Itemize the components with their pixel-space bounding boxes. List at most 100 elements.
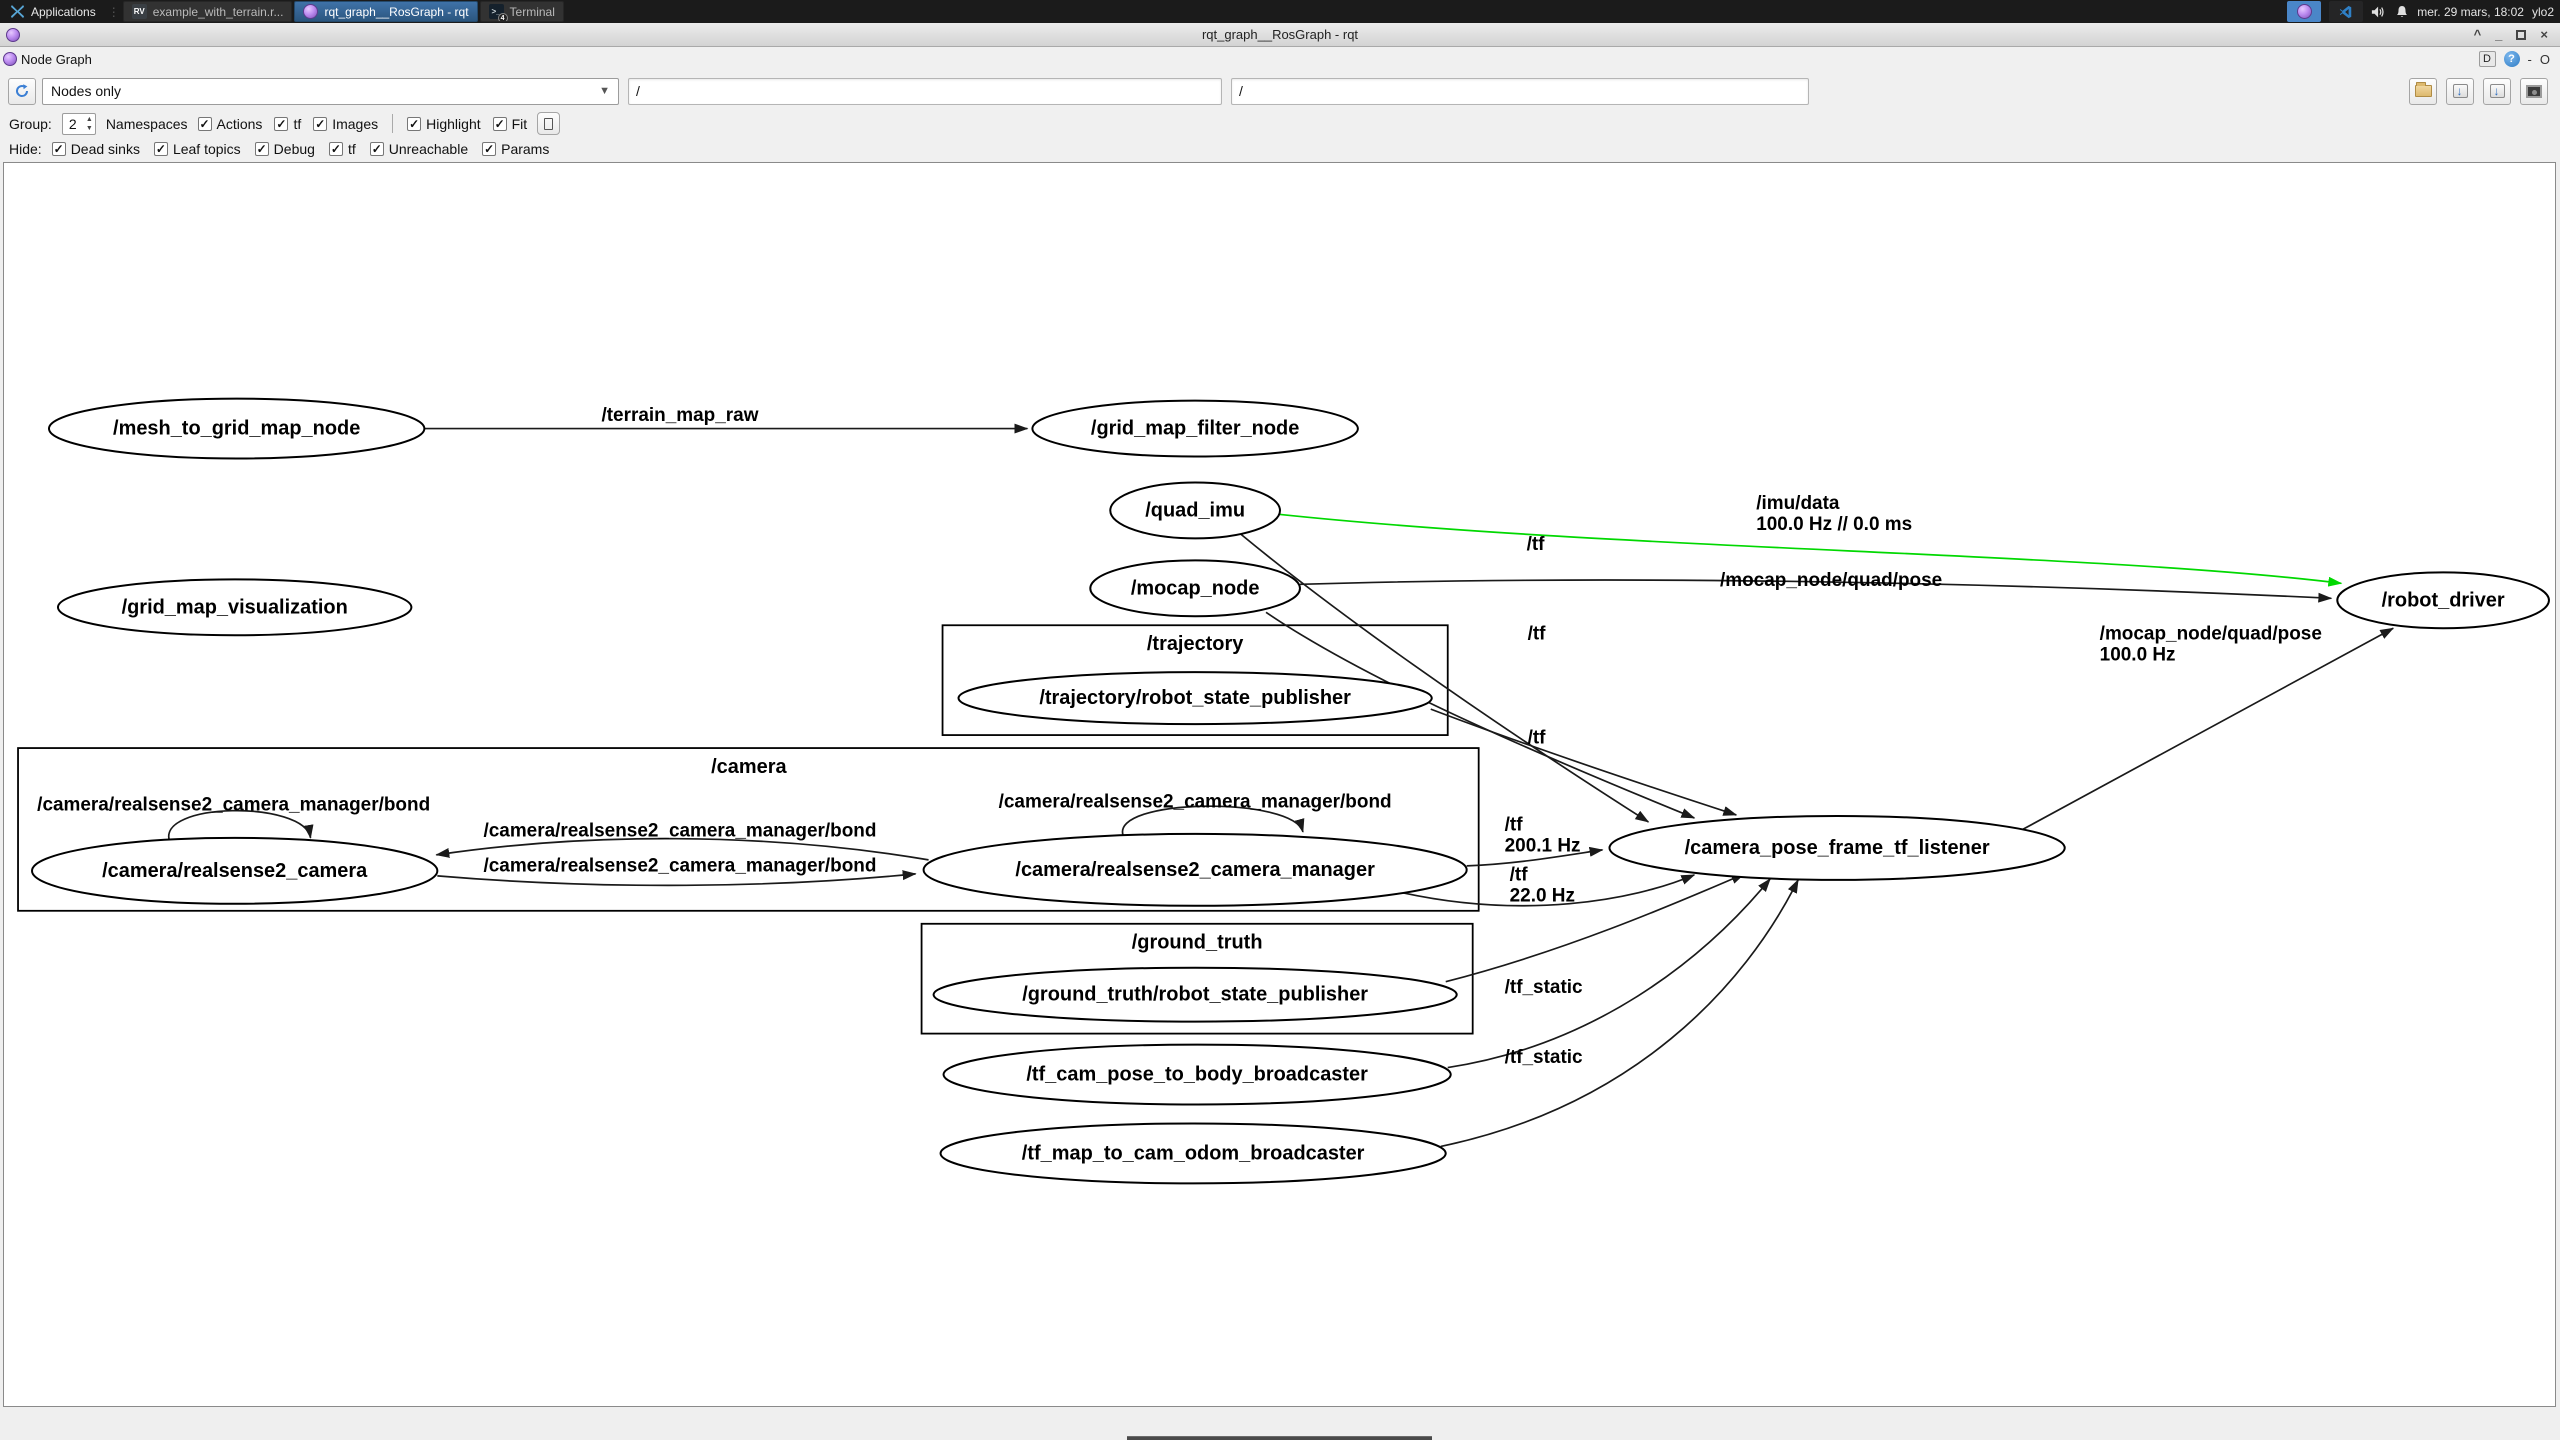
label-tf-mocap: /tf bbox=[1528, 624, 1547, 645]
checkbox-hide-debug[interactable]: ✓Debug bbox=[254, 141, 315, 157]
folder-icon bbox=[2414, 82, 2432, 97]
namespaces-label: Namespaces bbox=[105, 115, 188, 132]
checkbox-fit[interactable]: ✓Fit bbox=[492, 115, 528, 132]
checkbox-icon: ✓ bbox=[328, 141, 343, 156]
window-title: rqt_graph__RosGraph - rqt bbox=[1201, 27, 1359, 42]
label-mocap-pose-100hz: 100.0 Hz bbox=[2100, 645, 2176, 666]
edge-mocap-pose bbox=[1299, 579, 2333, 603]
checkbox-tf[interactable]: ✓ tf bbox=[274, 116, 301, 132]
taskbar-separator: ⋮ bbox=[107, 4, 120, 19]
save-dot-button[interactable] bbox=[2446, 77, 2474, 105]
maximize-button[interactable] bbox=[2516, 29, 2527, 40]
node-quad-imu-label: /quad_imu bbox=[1145, 499, 1245, 521]
label-bond-self-camera: /camera/realsense2_camera_manager/bond bbox=[37, 794, 430, 815]
checkbox-highlight[interactable]: ✓Highlight bbox=[407, 115, 481, 132]
checkbox-icon: ✓ bbox=[313, 116, 328, 131]
taskbar-task-2[interactable]: rqt_graph__RosGraph - rqt bbox=[294, 1, 478, 22]
edge-camera-tf-200hz bbox=[1466, 846, 1604, 867]
edge-bond-self-manager bbox=[1121, 805, 1305, 837]
window-bottom-margin bbox=[0, 1408, 2560, 1440]
save-image-button[interactable] bbox=[2483, 77, 2511, 105]
checkbox-images[interactable]: ✓ Images bbox=[313, 116, 378, 132]
label-bond-top: /camera/realsense2_camera_manager/bond bbox=[483, 820, 876, 841]
edge-cam-pose-tf-static bbox=[1447, 878, 1771, 1069]
tray-rqt-icon[interactable] bbox=[2287, 1, 2322, 22]
checkbox-label: tf bbox=[293, 115, 302, 132]
graph-toolbar: Nodes only ▼ / / bbox=[0, 71, 2560, 111]
applications-menu-button[interactable]: Applications bbox=[0, 0, 106, 23]
hide-options-row: Hide: ✓Dead sinks✓Leaf topics✓Debug✓tf✓U… bbox=[0, 136, 2560, 161]
label-tf-200hz: /tf bbox=[1505, 814, 1524, 835]
rviz-icon: RV bbox=[131, 4, 147, 19]
tray-vscode-icon[interactable] bbox=[2329, 1, 2364, 22]
panel-minimize-button[interactable]: - bbox=[2527, 51, 2532, 67]
edge-trajectory-tf bbox=[1430, 708, 1738, 816]
window-titlebar[interactable]: rqt_graph__RosGraph - rqt ^ _ × bbox=[0, 23, 2560, 47]
panel-float-button[interactable]: O bbox=[2539, 51, 2550, 67]
task-label: example_with_terrain.r... bbox=[152, 4, 284, 19]
hide-label: Hide: bbox=[9, 140, 42, 157]
node-tf-map-odom-broadcaster bbox=[939, 1122, 1447, 1185]
edge-bond-manager-to-camera bbox=[435, 837, 929, 861]
minimize-button[interactable]: _ bbox=[2495, 27, 2503, 42]
label-tf-quad-imu: /tf bbox=[1527, 534, 1546, 555]
checkbox-hide-leaf-topics[interactable]: ✓Leaf topics bbox=[153, 141, 241, 157]
cluster-camera bbox=[17, 747, 1480, 912]
options-divider bbox=[392, 114, 394, 133]
edge-ground-truth-tf-static bbox=[1445, 873, 1746, 983]
graph-type-select[interactable]: Nodes only ▼ bbox=[42, 77, 619, 105]
spinner-arrows-icon[interactable]: ▲▼ bbox=[85, 115, 93, 132]
node-tf-cam-pose-broadcaster bbox=[942, 1043, 1452, 1106]
checkbox-label: Unreachable bbox=[388, 140, 469, 157]
edge-listener-to-robot-driver bbox=[2021, 627, 2395, 831]
topic-filter-input[interactable]: / bbox=[1231, 77, 1809, 105]
clock[interactable]: mer. 29 mars, 18:02 bbox=[2417, 4, 2524, 19]
notification-bell-icon[interactable] bbox=[2395, 5, 2409, 19]
edge-quad-imu-tf bbox=[1240, 533, 1650, 823]
open-dot-file-button[interactable] bbox=[2409, 77, 2437, 105]
group-value: 2 bbox=[68, 115, 77, 132]
username[interactable]: ylo2 bbox=[2531, 4, 2554, 19]
fit-in-view-button[interactable] bbox=[537, 112, 561, 135]
screenshot-button[interactable] bbox=[2520, 77, 2548, 105]
namespace-filter-input[interactable]: / bbox=[628, 77, 1222, 105]
checkbox-hide-params[interactable]: ✓Params bbox=[482, 141, 549, 157]
task-label: Terminal bbox=[509, 4, 555, 19]
node-graph-panel-header: Node Graph D ? - O bbox=[0, 47, 2560, 71]
group-spinbox[interactable]: 2 ▲▼ bbox=[61, 112, 96, 135]
checkbox-hide-unreachable[interactable]: ✓Unreachable bbox=[369, 140, 469, 157]
label-tf-200hz: 200.1 Hz bbox=[1505, 835, 1581, 856]
save-icon bbox=[2452, 84, 2468, 98]
node-ground-truth-rsp bbox=[932, 966, 1458, 1023]
edge-mocap-tf bbox=[1265, 611, 1696, 819]
checkbox-icon: ✓ bbox=[274, 116, 289, 131]
node-tf-map-odom-broadcaster-label: /tf_map_to_cam_odom_broadcaster bbox=[1022, 1142, 1365, 1164]
dock-button[interactable]: D bbox=[2478, 51, 2496, 67]
volume-icon[interactable] bbox=[2371, 5, 2387, 19]
node-realsense2-camera-manager-label: /camera/realsense2_camera_manager bbox=[1015, 859, 1375, 881]
task-label: rqt_graph__RosGraph - rqt bbox=[324, 4, 469, 19]
ros-graph-canvas[interactable]: /trajectory/camera/ground_truth /mesh_to… bbox=[3, 162, 2556, 1407]
refresh-graph-button[interactable] bbox=[8, 77, 36, 105]
close-button[interactable]: × bbox=[2540, 27, 2548, 42]
checkbox-icon: ✓ bbox=[254, 141, 269, 156]
checkbox-actions[interactable]: ✓Actions bbox=[197, 116, 262, 132]
edge-map-odom-tf-static bbox=[1440, 878, 1799, 1148]
background-window-edge[interactable] bbox=[1127, 1436, 1432, 1440]
label-terrain-map-raw: /terrain_map_raw bbox=[601, 405, 758, 426]
save-icon bbox=[2489, 84, 2505, 98]
node-realsense2-camera-manager bbox=[922, 832, 1468, 907]
checkbox-hide-tf[interactable]: ✓tf bbox=[328, 141, 356, 157]
group-label: Group: bbox=[9, 115, 52, 132]
shade-button[interactable]: ^ bbox=[2473, 27, 2482, 42]
checkbox-label: Highlight bbox=[426, 115, 481, 132]
help-button[interactable]: ? bbox=[2503, 51, 2520, 67]
checkbox-hide-dead-sinks[interactable]: ✓Dead sinks bbox=[51, 141, 140, 157]
graph-type-value: Nodes only bbox=[51, 83, 122, 99]
taskbar-task-1[interactable]: RV example_with_terrain.r... bbox=[122, 1, 293, 22]
checkbox-label: Images bbox=[332, 115, 379, 132]
graph-options-row: Group: 2 ▲▼ Namespaces ✓Actions ✓ tf ✓ Image… bbox=[0, 111, 2560, 136]
checkbox-label: Fit bbox=[511, 115, 528, 132]
checkbox-icon: ✓ bbox=[51, 141, 66, 156]
